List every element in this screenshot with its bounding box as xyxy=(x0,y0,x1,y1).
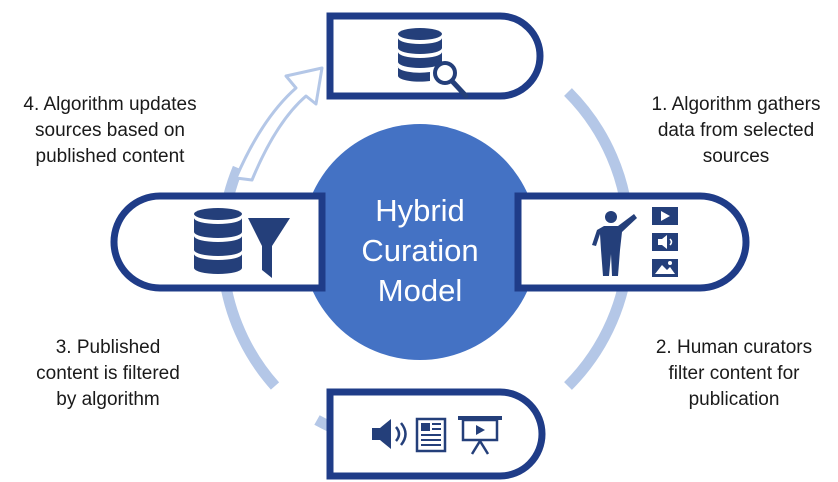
step-3-line: 3. Published xyxy=(55,337,161,358)
step-2-line: 2. Human curators xyxy=(655,337,813,358)
right-pill xyxy=(514,192,750,292)
step-1-line: sources xyxy=(702,146,770,167)
cycle-arrow-head xyxy=(234,66,324,182)
database-icon xyxy=(194,208,242,274)
step-2-label: 2. Human curators filter content for pub… xyxy=(630,335,838,413)
audio-icon xyxy=(652,233,678,251)
step-1-line: 1. Algorithm gathers xyxy=(651,94,821,115)
step-1-label: 1. Algorithm gathers data from selected … xyxy=(636,92,836,170)
step-4-label: 4. Algorithm updates sources based on pu… xyxy=(4,92,216,170)
step-2-line: publication xyxy=(688,389,780,410)
presenter-icon xyxy=(592,211,637,276)
filter-funnel-icon xyxy=(248,218,290,278)
center-circle xyxy=(302,124,538,360)
center-title-line: Curation xyxy=(361,233,479,268)
step-3-label: 3. Published content is filtered by algo… xyxy=(8,335,208,413)
database-search-icon xyxy=(397,28,469,99)
step-4-line: sources based on xyxy=(35,120,185,141)
step-4-line: published content xyxy=(35,146,185,167)
video-play-icon xyxy=(652,207,678,225)
center-title: Hybrid Curation Model xyxy=(325,191,515,311)
center-title-line: Hybrid xyxy=(375,193,465,228)
step-3-line: by algorithm xyxy=(56,389,160,410)
step-2-line: filter content for xyxy=(668,363,800,384)
center-title-line: Model xyxy=(377,273,463,308)
speaker-icon xyxy=(372,419,407,449)
step-3-line: content is filtered xyxy=(36,363,180,384)
top-pill xyxy=(326,12,544,100)
step-4-line: 4. Algorithm updates xyxy=(23,94,197,115)
step-1-line: data from selected xyxy=(657,120,815,141)
newspaper-icon xyxy=(415,417,447,453)
image-icon xyxy=(652,259,678,277)
presentation-board-icon xyxy=(458,416,502,455)
